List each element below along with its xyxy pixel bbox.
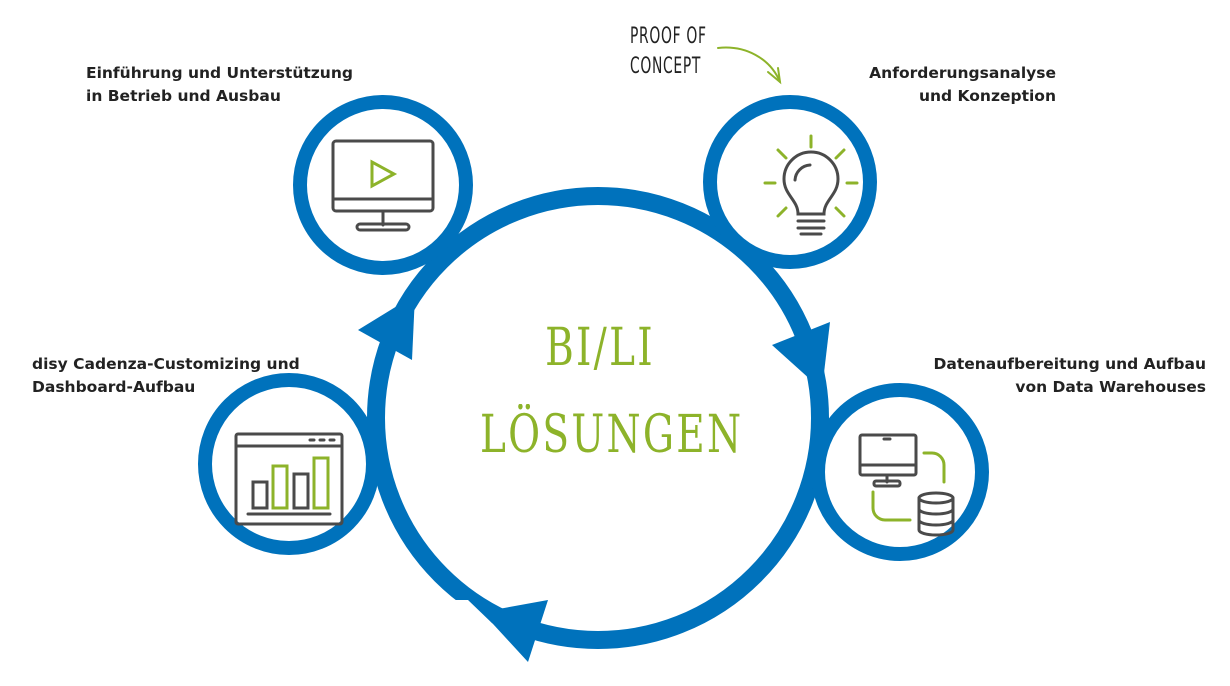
step-1-line-2: in Betrieb und Ausbau <box>86 87 281 105</box>
step-label-2: Anforderungsanalyse und Konzeption <box>869 62 1056 108</box>
monitor-database-icon <box>858 433 955 537</box>
arrowhead-right <box>772 322 830 390</box>
step-circle-2 <box>703 95 877 269</box>
step-4-line-2: Dashboard-Aufbau <box>32 378 196 396</box>
annotation-line-2: CONCEPT <box>630 54 702 79</box>
step-3-line-1: Datenaufbereitung und Aufbau <box>933 355 1207 373</box>
step-4-line-1: disy Cadenza-Customizing und <box>32 355 300 373</box>
dashboard-chart-icon <box>234 432 344 526</box>
step-circle-4 <box>198 373 380 555</box>
step-label-1: Einführung und Unterstützung in Betrieb … <box>86 62 353 108</box>
proof-of-concept-arrow <box>717 46 782 85</box>
step-label-4: disy Cadenza-Customizing und Dashboard-A… <box>32 353 300 399</box>
cycle-ring <box>367 187 829 649</box>
step-circle-1 <box>293 95 473 275</box>
center-title-line-1: BI/LI <box>545 318 655 378</box>
lightbulb-icon <box>763 134 859 236</box>
step-label-3: Datenaufbereitung und Aufbau von Data Wa… <box>934 353 1207 399</box>
step-1-line-1: Einführung und Unterstützung <box>86 64 353 82</box>
arrowhead-left <box>358 295 415 360</box>
step-2-line-1: Anforderungsanalyse <box>869 64 1056 82</box>
proof-of-concept-annotation: PROOF OF CONCEPT <box>630 22 707 82</box>
center-title-line-2: LÖSUNGEN <box>480 405 744 465</box>
monitor-play-icon <box>331 139 435 232</box>
arrowhead-bottom <box>482 600 548 662</box>
step-circle-3 <box>811 383 989 561</box>
step-2-line-2: und Konzeption <box>918 87 1056 105</box>
annotation-line-1: PROOF OF <box>630 24 707 49</box>
step-3-line-2: von Data Warehouses <box>1015 378 1206 396</box>
